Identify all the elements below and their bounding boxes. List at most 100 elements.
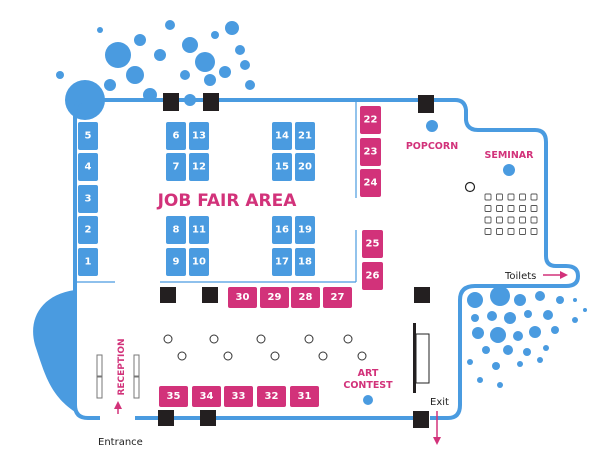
decorative-bubble [471,314,479,322]
decorative-bubble [154,49,166,61]
booth-34[interactable]: 34 [192,386,221,407]
decorative-bubble [497,382,503,388]
seminar-chair [519,228,526,235]
booth-4[interactable]: 4 [78,153,98,181]
booth-27[interactable]: 27 [323,287,352,308]
reception-desks [96,354,140,399]
booth-24[interactable]: 24 [360,169,381,197]
booth-23[interactable]: 23 [360,138,381,166]
decorative-bubble [211,31,219,39]
booth-number: 24 [364,178,378,189]
round-table [270,351,280,361]
booth-22[interactable]: 22 [360,106,381,134]
booth-3[interactable]: 3 [78,185,98,213]
booth-8[interactable]: 8 [166,216,186,244]
booth-31[interactable]: 31 [290,386,319,407]
booth-32[interactable]: 32 [257,386,286,407]
booth-35[interactable]: 35 [159,386,188,407]
booth-2[interactable]: 2 [78,216,98,244]
booth-number: 32 [265,391,279,402]
seminar-chair [507,216,515,224]
booth-33[interactable]: 33 [224,386,253,407]
exit-label: Exit [430,397,449,408]
booth-number: 31 [298,391,312,402]
booth-13[interactable]: 13 [189,122,209,150]
decorative-bubble [105,42,131,68]
stage-edge [413,323,416,393]
booth-number: 27 [331,292,345,303]
booth-number: 1 [85,257,92,268]
booth-12[interactable]: 12 [189,153,209,181]
decorative-bubble [482,346,490,354]
seminar-label: SEMINAR [485,150,535,161]
booth-number: 14 [275,131,289,142]
booth-28[interactable]: 28 [291,287,320,308]
decorative-bubble [487,311,497,321]
booth-number: 3 [85,194,92,205]
decorative-bubble [504,312,516,324]
decorative-bubble [467,359,473,365]
booth-21[interactable]: 21 [295,122,315,150]
booth-10[interactable]: 10 [189,248,209,276]
booth-9[interactable]: 9 [166,248,186,276]
booth-1[interactable]: 1 [78,248,98,276]
booth-20[interactable]: 20 [295,153,315,181]
booth-26[interactable]: 26 [362,262,383,290]
booth-29[interactable]: 29 [260,287,289,308]
round-table [223,351,233,361]
booth-number: 22 [364,115,378,126]
seminar-marker[interactable] [503,164,515,176]
booth-15[interactable]: 15 [272,153,292,181]
seminar-chair [530,205,538,212]
booth-16[interactable]: 16 [272,216,292,244]
decorative-bubble [543,310,553,320]
decorative-bubble [517,361,523,367]
booth-14[interactable]: 14 [272,122,292,150]
booth-number: 13 [192,131,206,142]
booth-number: 10 [192,257,206,268]
decorative-bubble [490,286,510,306]
round-table [318,351,328,361]
booth-7[interactable]: 7 [166,153,186,181]
booth-30[interactable]: 30 [228,287,257,308]
booth-number: 6 [173,131,180,142]
seminar-chair [530,216,538,224]
decorative-bubble [514,294,526,306]
booth-number: 17 [275,257,289,268]
art-contest-marker[interactable] [363,395,373,405]
decorative-bubble [543,345,549,351]
booth-number: 11 [192,225,206,236]
entrance-label: Entrance [98,437,143,448]
stage [415,333,430,384]
seminar-chair [519,193,526,201]
seminar-chair [484,205,492,212]
decorative-bubble [551,326,559,334]
round-tables [163,334,367,361]
round-table [256,334,266,344]
round-table [357,351,367,361]
decorative-bubble [503,345,513,355]
decorative-bubble [573,298,577,302]
decorative-bubbles [56,20,587,388]
booth-19[interactable]: 19 [295,216,315,244]
decorative-bubble [204,74,216,86]
booth-17[interactable]: 17 [272,248,292,276]
booth-number: 26 [366,271,380,282]
booth-number: 8 [173,225,180,236]
booth-number: 18 [298,257,312,268]
decorative-bubble [523,348,531,356]
booth-18[interactable]: 18 [295,248,315,276]
booth-6[interactable]: 6 [166,122,186,150]
decorative-bubble [467,292,483,308]
decorative-bubble [126,66,144,84]
seminar-chair [507,193,515,201]
decorative-bubble [583,308,587,312]
popcorn-marker[interactable] [426,120,438,132]
booth-25[interactable]: 25 [362,230,383,258]
outer-wall [73,98,581,420]
booth-11[interactable]: 11 [189,216,209,244]
booth-number: 21 [298,131,312,142]
booth-number: 16 [275,225,289,236]
booth-5[interactable]: 5 [78,122,98,150]
